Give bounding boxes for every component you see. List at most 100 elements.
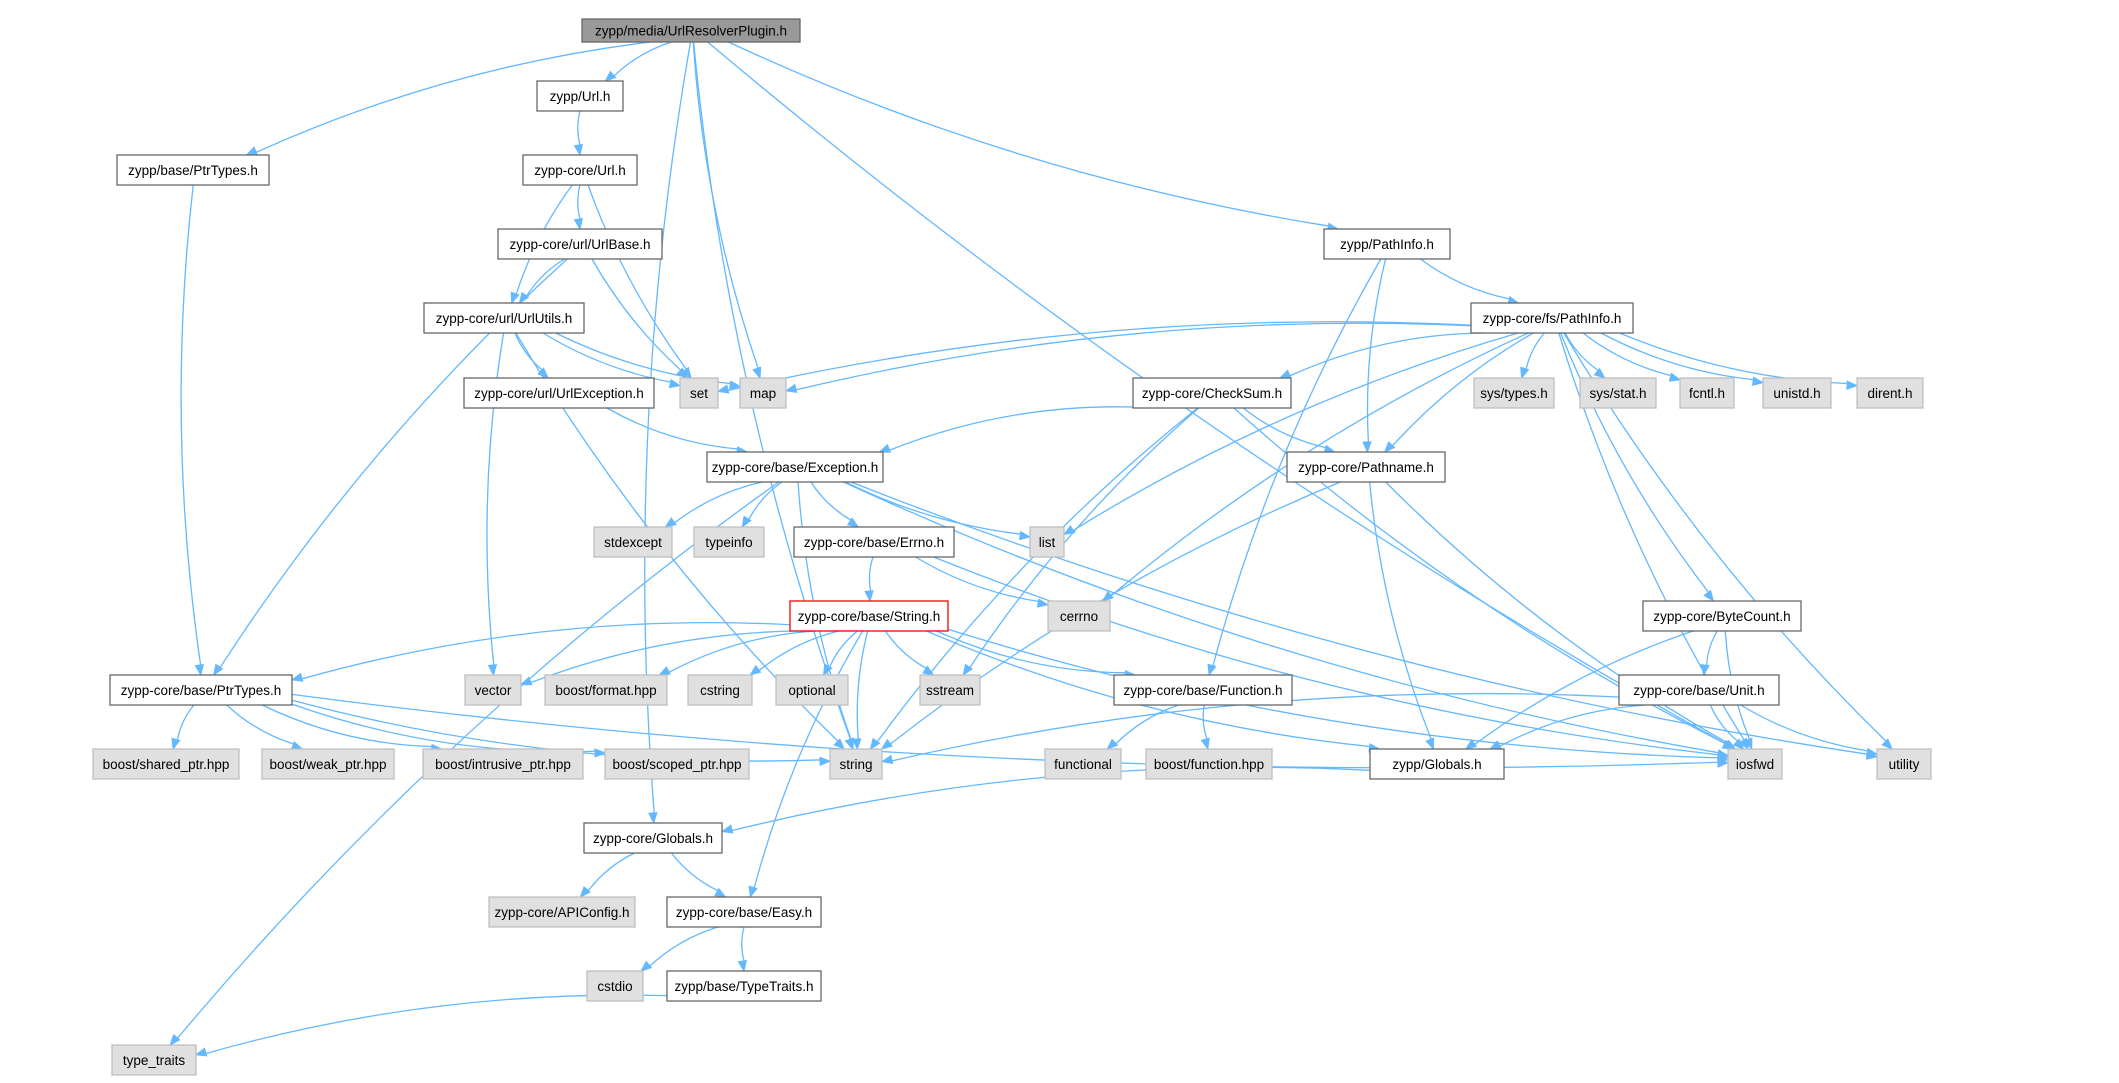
arrowhead-fs_pathinfo-to-map — [784, 383, 798, 394]
node-typetraits_h[interactable]: zypp/base/TypeTraits.h — [666, 970, 822, 1002]
node-label-dirent: dirent.h — [1867, 386, 1912, 401]
node-label-urlbase: zypp-core/url/UrlBase.h — [509, 237, 650, 252]
node-box-stdexcept — [593, 526, 673, 558]
node-box-cstring — [687, 674, 753, 706]
node-label-boost_format: boost/format.hpp — [555, 683, 656, 698]
node-checksum[interactable]: zypp-core/CheckSum.h — [1132, 377, 1292, 409]
node-bytecount[interactable]: zypp-core/ByteCount.h — [1642, 600, 1802, 632]
node-easy[interactable]: zypp-core/base/Easy.h — [666, 896, 822, 928]
arrowhead-exception-to-list — [1018, 530, 1032, 541]
node-box-core_ptrtypes — [109, 674, 293, 706]
node-core_globals[interactable]: zypp-core/Globals.h — [583, 822, 723, 854]
edge-string_h-to-iosfwd — [947, 628, 1719, 759]
node-label-boost_scoped: boost/scoped_ptr.hpp — [612, 757, 741, 772]
edge-bytecount-to-globals — [1474, 630, 1694, 745]
node-exception[interactable]: zypp-core/base/Exception.h — [706, 451, 884, 483]
edge-string_h-to-optional — [829, 630, 858, 668]
node-url[interactable]: zypp/Url.h — [536, 80, 624, 112]
node-label-boost_weak: boost/weak_ptr.hpp — [269, 757, 386, 772]
node-globals[interactable]: zypp/Globals.h — [1369, 748, 1505, 780]
node-unit_h[interactable]: zypp-core/base/Unit.h — [1618, 674, 1780, 706]
node-label-root: zypp/media/UrlResolverPlugin.h — [595, 24, 787, 39]
node-label-stdexcept: stdexcept — [604, 535, 662, 550]
node-urlexception[interactable]: zypp-core/url/UrlException.h — [463, 377, 655, 409]
arrowhead-urlutils-to-string — [833, 738, 846, 750]
node-box-easy — [666, 896, 822, 928]
node-box-urlbase — [497, 228, 663, 260]
node-label-functional: functional — [1054, 757, 1112, 772]
edge-errno-to-iosfwd — [933, 556, 1719, 756]
node-box-ptrtypes_base — [116, 154, 270, 186]
arrowhead-fs_pathinfo-to-pathname — [1383, 441, 1396, 453]
node-box-boost_scoped — [604, 748, 750, 780]
node-box-list — [1029, 526, 1065, 558]
node-urlutils[interactable]: zypp-core/url/UrlUtils.h — [423, 302, 585, 334]
node-core_url[interactable]: zypp-core/Url.h — [522, 154, 638, 186]
edge-checksum-to-string — [876, 407, 1199, 743]
node-fs_pathinfo[interactable]: zypp-core/fs/PathInfo.h — [1470, 302, 1634, 334]
arrowhead-pathinfo-to-function_h — [1207, 663, 1217, 677]
node-box-core_globals — [583, 822, 723, 854]
node-label-string_h: zypp-core/base/String.h — [798, 609, 941, 624]
node-label-boost_function: boost/function.hpp — [1154, 757, 1264, 772]
arrowhead-core_url-to-set — [681, 366, 692, 380]
edge-urlutils-to-vector — [486, 332, 505, 666]
node-box-urlexception — [463, 377, 655, 409]
edge-exception-to-type_traits — [177, 481, 780, 1039]
arrowhead-exception-to-string — [845, 737, 854, 751]
node-string_h[interactable]: zypp-core/base/String.h — [789, 600, 949, 632]
node-root[interactable]: zypp/media/UrlResolverPlugin.h — [581, 18, 801, 43]
node-box-boost_function — [1145, 748, 1273, 780]
node-errno[interactable]: zypp-core/base/Errno.h — [793, 526, 955, 558]
node-label-errno: zypp-core/base/Errno.h — [804, 535, 944, 550]
arrowhead-urlutils-to-set — [668, 378, 682, 389]
node-fcntl: fcntl.h — [1679, 377, 1735, 409]
edge-exception-to-iosfwd — [843, 481, 1719, 754]
node-set: set — [679, 377, 719, 409]
node-core_ptrtypes[interactable]: zypp-core/base/PtrTypes.h — [109, 674, 293, 706]
node-label-cerrno: cerrno — [1060, 609, 1098, 624]
edge-exception-to-errno — [810, 481, 852, 521]
node-label-type_traits: type_traits — [123, 1053, 186, 1068]
arrowhead-root-to-ptrtypes_base — [245, 146, 259, 156]
node-ptrtypes_base[interactable]: zypp/base/PtrTypes.h — [116, 154, 270, 186]
edge-pathinfo-to-function_h — [1212, 258, 1382, 666]
arrowhead-checksum-to-exception — [878, 443, 892, 453]
edge-root-to-ptrtypes_base — [255, 41, 651, 153]
node-unistd: unistd.h — [1762, 377, 1832, 409]
arrowhead-function_h-to-functional — [1106, 738, 1119, 750]
node-label-unit_h: zypp-core/base/Unit.h — [1633, 683, 1764, 698]
arrowhead-string_h-to-string — [852, 738, 862, 751]
node-box-set — [679, 377, 719, 409]
node-pathname[interactable]: zypp-core/Pathname.h — [1286, 451, 1446, 483]
arrowhead-bytecount-to-unit_h — [1700, 663, 1710, 677]
arrowhead-urlutils-to-urlexception — [537, 367, 549, 379]
node-label-optional: optional — [788, 683, 835, 698]
arrowhead-root-to-core_globals — [648, 812, 658, 825]
edge-core_globals-to-apiconfig — [587, 852, 635, 892]
node-function_h[interactable]: zypp-core/base/Function.h — [1113, 674, 1293, 706]
edge-root-to-iosfwd — [707, 41, 1726, 744]
nodes-layer: zypp/media/UrlResolverPlugin.h zypp/Url.h… — [92, 18, 1932, 1076]
edge-fs_pathinfo-to-list — [1072, 332, 1519, 531]
node-box-urlutils — [423, 302, 585, 334]
node-pathinfo[interactable]: zypp/PathInfo.h — [1323, 228, 1451, 260]
node-box-pathinfo — [1323, 228, 1451, 260]
node-utility: utility — [1876, 748, 1932, 780]
node-boost_intrusive: boost/intrusive_ptr.hpp — [422, 748, 584, 780]
node-label-urlexception: zypp-core/url/UrlException.h — [474, 386, 644, 401]
arrowhead-globals-to-core_globals — [720, 824, 734, 834]
arrowhead-bytecount-to-globals — [1464, 739, 1478, 750]
edge-pathinfo-to-fs_pathinfo — [1420, 258, 1510, 300]
node-box-globals — [1369, 748, 1505, 780]
arrowhead-fs_pathinfo-to-set — [716, 384, 730, 394]
node-label-apiconfig: zypp-core/APIConfig.h — [494, 905, 629, 920]
node-sstream: sstream — [919, 674, 981, 706]
node-box-exception — [706, 451, 884, 483]
edge-urlutils-to-urlexception — [514, 332, 543, 371]
arrowhead-string_h-to-core_ptrtypes — [290, 672, 304, 682]
node-urlbase[interactable]: zypp-core/url/UrlBase.h — [497, 228, 663, 260]
edge-unit_h-to-globals — [1499, 704, 1646, 747]
arrowhead-string_h-to-cstring — [749, 664, 762, 676]
node-sysstat: sys/stat.h — [1579, 377, 1657, 409]
